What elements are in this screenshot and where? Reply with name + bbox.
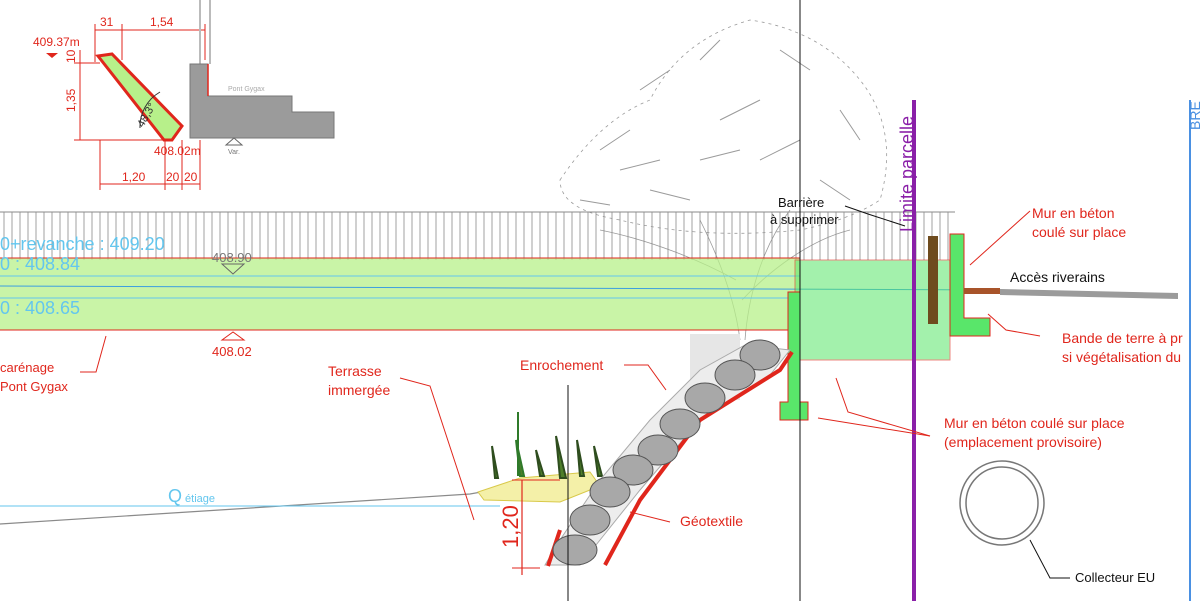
edge-mark: BRE — [1187, 101, 1203, 130]
label-mur1-1: Mur en béton — [1032, 205, 1115, 221]
elevation-marker — [46, 53, 58, 58]
label-bande-2: si végétalisation du — [1062, 349, 1181, 365]
access-road — [1000, 289, 1178, 299]
support-label: Var. — [228, 149, 240, 156]
rock-riprap — [552, 339, 781, 566]
railing — [0, 212, 955, 260]
label-bande-1: Bande de terre à pr — [1062, 330, 1183, 346]
soil-strip — [964, 288, 1000, 294]
dim-bottom-c: 20 — [184, 170, 198, 184]
label-mur2-1: Mur en béton coulé sur place — [944, 415, 1125, 431]
label-enrochement: Enrochement — [520, 357, 603, 373]
label-acces: Accès riverains — [1010, 269, 1105, 285]
label-terrasse-2: immergée — [328, 382, 390, 398]
barrier-post — [928, 236, 938, 324]
label-mur2-2: (emplacement provisoire) — [944, 434, 1102, 450]
dim-top-right: 1,54 — [150, 15, 174, 29]
sewer-pipe-inner — [965, 466, 1039, 540]
label-carenage-1: carénage — [0, 360, 54, 375]
sewer-pipe-outer — [959, 460, 1045, 546]
label-geotextile: Géotextile — [680, 513, 743, 529]
level-a: 0 : 408.84 — [0, 254, 80, 274]
level-b: 0 : 408.65 — [0, 298, 80, 318]
dim-small: 10 — [64, 49, 78, 63]
dim-height: 1,35 — [64, 88, 78, 112]
label-limite: Limite parcelle — [897, 116, 917, 232]
label-terrasse-1: Terrasse — [328, 363, 382, 379]
label-barriere-2: à supprimer — [770, 212, 839, 227]
collecteur-label: Collecteur EU — [1075, 570, 1155, 585]
detail-profile: 31 1,54 409.37m 10 1,35 48,3° 408.02m 1,… — [33, 0, 335, 190]
dim-120: 1,20 — [498, 505, 523, 548]
dim-bottom-a: 1,20 — [122, 170, 146, 184]
dim-top-left: 31 — [100, 15, 114, 29]
carenage-section — [95, 52, 184, 142]
label-carenage-2: Pont Gygax — [0, 379, 68, 394]
elevation-bottom: 408.02m — [154, 144, 201, 158]
concrete-wall — [949, 233, 991, 337]
mark-bottom: 408.02 — [212, 344, 252, 359]
dim-bottom-b: 20 — [166, 170, 180, 184]
bridge-label: Pont Gygax — [228, 86, 265, 93]
elevation-top: 409.37m — [33, 35, 80, 49]
reed-plants — [491, 412, 604, 479]
wall-structure — [794, 259, 951, 361]
bridge-abutment — [189, 63, 335, 139]
level-revanche: 0+revanche : 409.20 — [0, 234, 165, 254]
water-level-zone — [0, 258, 800, 330]
label-mur1-2: coulé sur place — [1032, 224, 1126, 240]
mark-top: 408.90 — [212, 250, 252, 265]
ground-line — [0, 477, 561, 525]
label-barriere-1: Barrière — [778, 195, 824, 210]
